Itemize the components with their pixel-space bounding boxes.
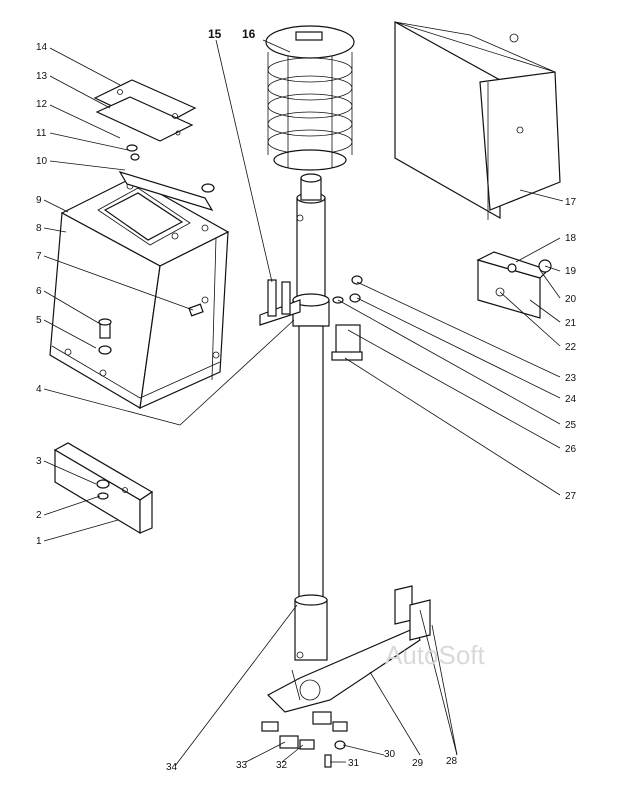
callout-28: 28	[446, 756, 458, 767]
callout-15: 15	[208, 27, 222, 41]
bolts-left	[98, 303, 204, 355]
callout-17: 17	[565, 197, 577, 208]
leader-lines	[43, 39, 564, 767]
top-plates	[93, 79, 197, 142]
callout-23: 23	[565, 373, 577, 384]
callout-12: 12	[36, 99, 48, 110]
callout-7: 7	[36, 251, 42, 262]
callout-14: 14	[36, 42, 48, 53]
callout-8: 8	[36, 223, 42, 234]
watermark-text: AutoSoft	[385, 640, 486, 670]
callout-10: 10	[36, 156, 48, 167]
callout-29: 29	[412, 758, 424, 769]
callout-11: 11	[36, 128, 47, 139]
callout-3: 3	[36, 456, 42, 467]
callout-1: 1	[36, 536, 42, 547]
small-fasteners	[261, 711, 348, 768]
callout-19: 19	[565, 266, 577, 277]
clamp-bracket	[259, 279, 301, 326]
callout-2: 2	[36, 510, 42, 521]
callout-21: 21	[565, 318, 577, 329]
fasteners-top	[118, 144, 215, 212]
callout-18: 18	[565, 233, 577, 244]
guard-cover	[394, 20, 561, 220]
callout-34: 34	[166, 762, 178, 773]
callout-20: 20	[565, 294, 577, 305]
clamp-parts-right	[331, 275, 363, 361]
callout-labels: 14 13 12 11 10 9 8 7 6 5 4 3 2 1 15 16 1…	[36, 27, 577, 773]
callout-32: 32	[276, 760, 288, 771]
callout-27: 27	[565, 491, 577, 502]
callout-33: 33	[236, 760, 248, 771]
callout-25: 25	[565, 420, 577, 431]
small-bracket	[476, 251, 552, 319]
callout-5: 5	[36, 315, 42, 326]
callout-4: 4	[36, 384, 42, 395]
housing-box	[49, 177, 230, 409]
lever-arm	[267, 627, 421, 713]
small-plates	[394, 585, 431, 641]
callout-13: 13	[36, 71, 48, 82]
callout-24: 24	[565, 394, 577, 405]
callout-16: 16	[242, 27, 256, 41]
callout-9: 9	[36, 195, 42, 206]
angle-bracket	[53, 442, 154, 535]
spring-assembly	[265, 25, 355, 171]
callout-6: 6	[36, 286, 42, 297]
callout-26: 26	[565, 444, 577, 455]
callout-22: 22	[565, 342, 577, 353]
main-shaft	[292, 173, 330, 661]
callout-30: 30	[384, 749, 396, 760]
callout-31: 31	[348, 758, 360, 769]
